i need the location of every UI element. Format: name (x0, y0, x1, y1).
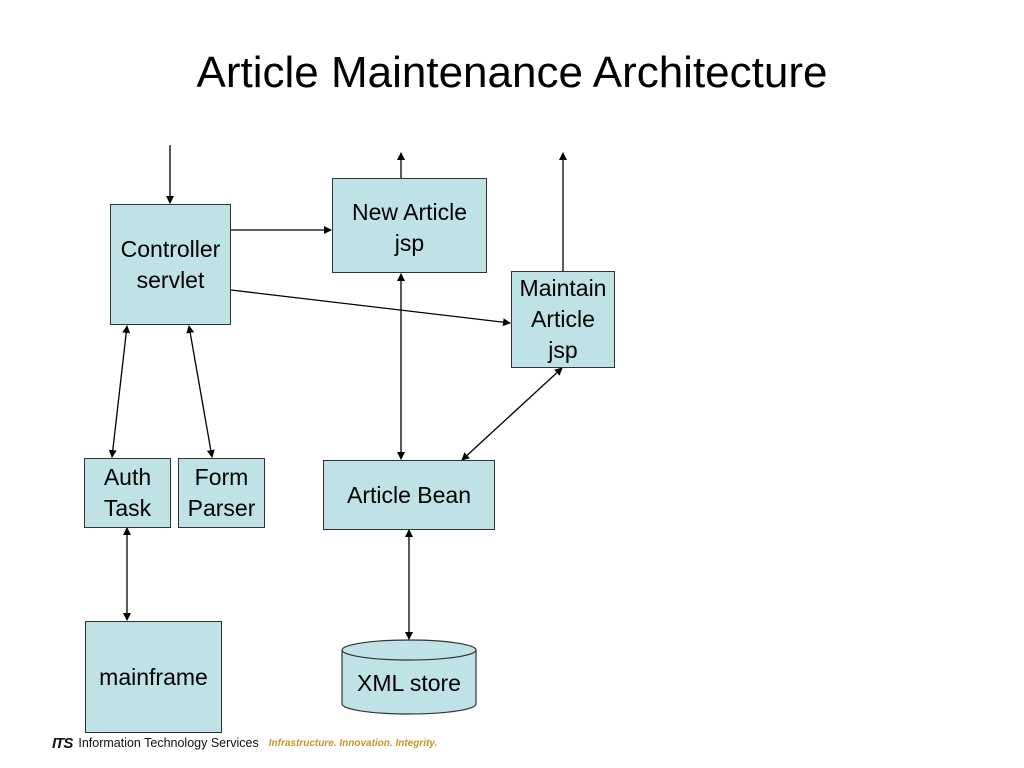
auth-task-box: Auth Task (84, 458, 171, 528)
arrow-controller-form-parser (186, 325, 215, 458)
footer-org-name: Information Technology Services (78, 736, 259, 750)
footer-tagline: Infrastructure. Innovation. Integrity. (268, 737, 438, 749)
new-article-jsp-box: New Article jsp (332, 178, 487, 273)
arrow-controller-to-maintain-article (230, 289, 511, 327)
its-logo: ITS (52, 734, 73, 752)
maintain-article-jsp-box: Maintain Article jsp (511, 271, 615, 368)
xml-store-label: XML store (357, 670, 461, 696)
article-bean-box: Article Bean (323, 460, 495, 530)
slide-title: Article Maintenance Architecture (196, 48, 828, 97)
footer: ITS Information Technology Services Infr… (52, 733, 437, 753)
arrow-controller-auth-task (108, 325, 131, 458)
mainframe-box: mainframe (85, 621, 222, 733)
arrow-maintain-article-article-bean (461, 367, 563, 461)
form-parser-box: Form Parser (178, 458, 265, 528)
xml-store-cylinder (341, 639, 477, 715)
controller-servlet-box: Controller servlet (110, 204, 231, 325)
